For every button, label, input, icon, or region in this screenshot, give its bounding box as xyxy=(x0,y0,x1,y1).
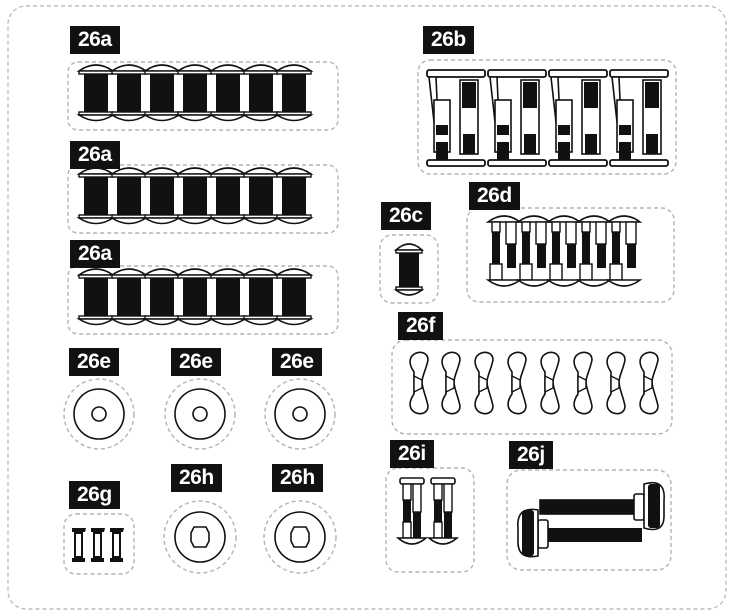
label-26c: 26c xyxy=(381,202,431,230)
part-group-26a-2 xyxy=(67,164,339,234)
label-26b: 26b xyxy=(423,26,474,54)
label-26g: 26g xyxy=(69,481,120,509)
label-26a-2: 26a xyxy=(70,141,120,169)
label-26h-2: 26h xyxy=(272,464,323,492)
part-group-26i xyxy=(385,467,475,573)
label-26e-1: 26e xyxy=(69,348,119,376)
part-group-26b xyxy=(417,59,677,175)
label-26e-3: 26e xyxy=(272,348,322,376)
part-group-26a-3 xyxy=(67,265,339,335)
label-26h-1: 26h xyxy=(171,464,222,492)
part-group-26a-1 xyxy=(67,61,339,131)
part-group-26e-1 xyxy=(63,378,135,450)
label-26f: 26f xyxy=(398,312,443,340)
hex-cap-nut-icon xyxy=(174,511,226,563)
flat-washer-icon xyxy=(174,388,226,440)
hex-cap-nut-icon xyxy=(274,511,326,563)
part-group-26h-2 xyxy=(263,500,337,574)
label-26i: 26i xyxy=(390,440,434,468)
part-group-26c xyxy=(379,234,439,304)
flat-washer-icon xyxy=(274,388,326,440)
label-26a-1: 26a xyxy=(70,26,120,54)
thumb-screw-icon xyxy=(517,481,665,558)
label-26d: 26d xyxy=(469,182,520,210)
threaded-insert-icon xyxy=(72,528,124,562)
label-26j: 26j xyxy=(509,441,553,469)
part-group-26h-1 xyxy=(163,500,237,574)
label-26e-2: 26e xyxy=(171,348,221,376)
part-group-26e-2 xyxy=(164,378,236,450)
part-group-26d xyxy=(466,207,675,303)
single-barrel-bolt-icon xyxy=(393,243,425,296)
label-26a-3: 26a xyxy=(70,240,120,268)
flat-washer-icon xyxy=(73,388,125,440)
part-group-26e-3 xyxy=(264,378,336,450)
part-group-26g xyxy=(63,513,135,575)
part-group-26f xyxy=(391,339,673,435)
part-group-26j xyxy=(506,469,672,571)
